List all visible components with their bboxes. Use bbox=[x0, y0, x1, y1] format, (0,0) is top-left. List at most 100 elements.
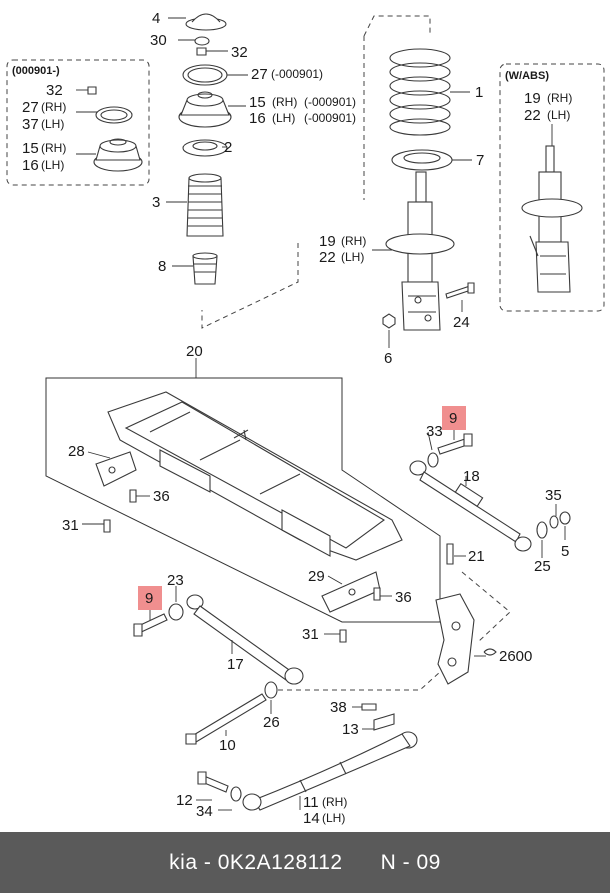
label-16-inset: 16 bbox=[22, 157, 39, 174]
footer-part-number: 0K2A128112 bbox=[217, 850, 343, 874]
link-17 bbox=[186, 594, 304, 685]
label-37-lh: (LH) bbox=[41, 117, 64, 131]
nut-32 bbox=[196, 47, 207, 56]
label-27-note: (-000901) bbox=[271, 67, 323, 81]
link-18 bbox=[409, 460, 532, 552]
label-27-inset-rh: (RH) bbox=[41, 100, 66, 114]
label-11: 11 bbox=[303, 794, 319, 811]
inset-ring-27-37 bbox=[95, 106, 133, 124]
frame-20 bbox=[45, 377, 441, 623]
bolt-10 bbox=[185, 693, 267, 745]
label-5: 5 bbox=[561, 543, 569, 560]
label-19: 19 bbox=[319, 233, 336, 250]
suspension-parts-diagram: (000901-) 32 27 (RH) 37 (LH) 15 (RH) 16 … bbox=[6, 10, 605, 827]
label-18: 18 bbox=[463, 468, 480, 485]
label-23: 23 bbox=[167, 572, 184, 589]
label-22-abs-lh: (LH) bbox=[547, 108, 570, 122]
label-24: 24 bbox=[453, 314, 470, 331]
knuckle-2600 bbox=[435, 593, 475, 685]
label-15: 15 bbox=[249, 94, 266, 111]
highlight-9-lower bbox=[138, 586, 162, 610]
label-16: 16 bbox=[249, 110, 266, 127]
inset-right-title: (W/ABS) bbox=[505, 70, 549, 82]
bolt-24 bbox=[445, 282, 475, 299]
label-36-right: 36 bbox=[395, 589, 412, 606]
label-31-right: 31 bbox=[302, 626, 319, 643]
footer-brand: kia bbox=[169, 850, 198, 874]
label-7: 7 bbox=[476, 152, 484, 169]
label-1: 1 bbox=[475, 84, 483, 101]
label-13: 13 bbox=[342, 721, 359, 738]
bolt-9-upper bbox=[437, 433, 473, 455]
washer-34 bbox=[230, 786, 242, 802]
label-14-lh: (LH) bbox=[322, 811, 345, 825]
inset-frame-000901 bbox=[6, 59, 150, 186]
strut-19-22 bbox=[385, 171, 455, 331]
boot-3 bbox=[186, 173, 224, 237]
label-11-rh: (RH) bbox=[322, 795, 347, 809]
washer-23 bbox=[168, 603, 184, 621]
bolt-21 bbox=[446, 543, 454, 565]
label-33: 33 bbox=[426, 423, 443, 440]
label-8: 8 bbox=[158, 258, 166, 275]
label-19-abs-rh: (RH) bbox=[547, 91, 572, 105]
label-9-upper: 9 bbox=[449, 410, 457, 427]
label-15-note: (-000901) bbox=[304, 95, 356, 109]
footer-separator: - bbox=[203, 850, 212, 874]
bolt-31-right bbox=[339, 629, 347, 643]
label-19-abs: 19 bbox=[524, 90, 541, 107]
highlight-9-upper bbox=[442, 406, 466, 430]
coil-spring-1 bbox=[389, 48, 451, 136]
label-20: 20 bbox=[186, 343, 203, 360]
label-9-lower: 9 bbox=[145, 590, 153, 607]
dust-cap-4 bbox=[185, 13, 227, 31]
washer-33 bbox=[427, 452, 439, 468]
label-4: 4 bbox=[152, 10, 160, 27]
inset-nut-32 bbox=[87, 86, 97, 95]
label-10: 10 bbox=[219, 737, 236, 754]
label-29: 29 bbox=[308, 568, 325, 585]
bracket-13 bbox=[373, 713, 395, 731]
label-35: 35 bbox=[545, 487, 562, 504]
trailing-arm-11-14 bbox=[242, 731, 418, 811]
nut-30 bbox=[194, 36, 210, 46]
washer-25 bbox=[536, 521, 548, 539]
label-15-inset-rh: (RH) bbox=[41, 141, 66, 155]
bolt-9-lower bbox=[133, 613, 168, 637]
label-22-abs: 22 bbox=[524, 107, 541, 124]
label-17: 17 bbox=[227, 656, 244, 673]
bolt-36-right bbox=[373, 587, 381, 601]
label-27: 27 bbox=[251, 66, 268, 83]
bolt-31-left bbox=[103, 519, 111, 533]
label-38: 38 bbox=[330, 699, 347, 716]
label-2600: 2600 bbox=[499, 648, 532, 665]
part-number-footer: kia - 0K2A128112 N - 09 bbox=[0, 832, 610, 893]
label-32-inset: 32 bbox=[46, 82, 63, 99]
label-19-rh: (RH) bbox=[341, 234, 366, 248]
mount-15-16 bbox=[178, 91, 232, 128]
label-16-lh: (LH) bbox=[272, 111, 295, 125]
label-15-rh: (RH) bbox=[272, 95, 297, 109]
label-36-left: 36 bbox=[153, 488, 170, 505]
nut-5 bbox=[559, 511, 571, 525]
label-25: 25 bbox=[534, 558, 551, 575]
label-32: 32 bbox=[231, 44, 248, 61]
label-28: 28 bbox=[68, 443, 85, 460]
label-31-left: 31 bbox=[62, 517, 79, 534]
bracket-28 bbox=[95, 451, 137, 487]
label-27-inset: 27 bbox=[22, 99, 39, 116]
washer-35 bbox=[549, 515, 559, 529]
crossmember-body bbox=[107, 391, 403, 561]
bolt-38 bbox=[361, 703, 377, 711]
label-16-inset-lh: (LH) bbox=[41, 158, 64, 172]
label-16-note: (-000901) bbox=[304, 111, 356, 125]
label-3: 3 bbox=[152, 194, 160, 211]
label-26: 26 bbox=[263, 714, 280, 731]
inset-mount-15-16 bbox=[93, 138, 143, 172]
label-15-inset: 15 bbox=[22, 140, 39, 157]
label-37: 37 bbox=[22, 116, 39, 133]
bolt-12 bbox=[197, 771, 229, 793]
strut-abs bbox=[521, 145, 583, 293]
label-30: 30 bbox=[150, 32, 167, 49]
label-21: 21 bbox=[468, 548, 485, 565]
